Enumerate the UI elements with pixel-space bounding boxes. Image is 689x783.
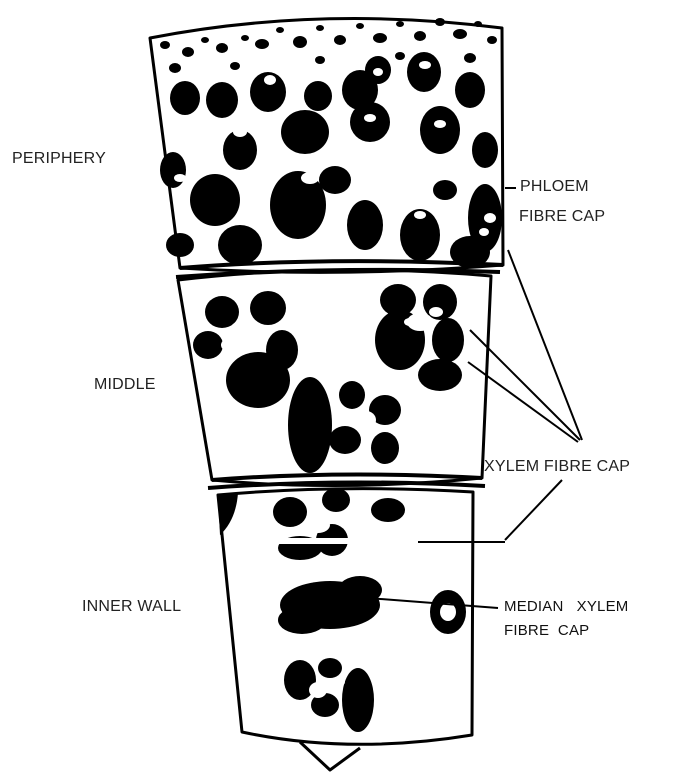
periphery-bundles	[160, 52, 502, 268]
label-median-line2: FIBRE CAP	[504, 622, 589, 639]
label-inner-wall: INNER WALL	[82, 598, 181, 616]
annotation-background	[508, 545, 689, 778]
label-xylem-fibre-cap: XYLEM FIBRE CAP	[484, 458, 630, 476]
label-phloem-line1: PHLOEM	[520, 178, 589, 196]
middle-bundle-right	[375, 284, 464, 391]
middle-bundle-lower	[288, 377, 401, 473]
xylem-leader-4	[505, 480, 562, 540]
middle-bundle-left	[193, 291, 298, 408]
bottom-spur	[300, 742, 360, 770]
label-phloem-line2: FIBRE CAP	[519, 208, 605, 226]
periphery-outer-dots	[160, 18, 497, 73]
xylem-leader-1	[508, 250, 582, 440]
label-middle: MIDDLE	[94, 376, 156, 394]
label-periphery: PERIPHERY	[12, 150, 106, 168]
label-median-line1: MEDIAN XYLEM	[504, 598, 629, 615]
